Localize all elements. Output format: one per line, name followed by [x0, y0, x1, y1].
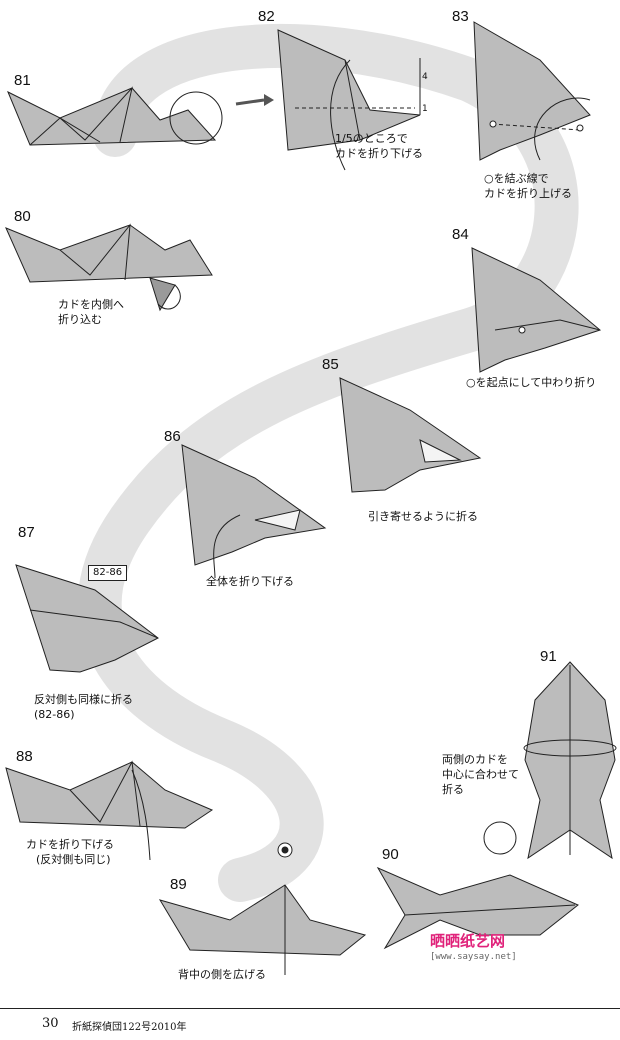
- footer-rule: [0, 1008, 620, 1009]
- model-82: [277, 29, 421, 151]
- step-number: 90: [382, 846, 399, 863]
- caption-83: カドを折り上げる: [484, 187, 572, 200]
- watermark-url: [www.saysay.net]: [430, 952, 517, 962]
- step-number: 80: [14, 208, 31, 225]
- arrow-81-82: [235, 98, 265, 106]
- model-80: [5, 223, 213, 312]
- step-number: 82: [258, 8, 275, 25]
- reference-box: 82-86: [88, 565, 128, 581]
- caption-85: 引き寄せるように折る: [368, 510, 478, 523]
- caption-82: 1/5のところで: [335, 132, 408, 145]
- caption-80: 折り込む: [58, 313, 102, 326]
- page-number: 30: [42, 1016, 59, 1031]
- step-number: 84: [452, 226, 469, 243]
- step-number: 88: [16, 748, 33, 765]
- caption-91: 折る: [442, 783, 464, 796]
- step-number: 81: [14, 72, 31, 89]
- step-number: 89: [170, 876, 187, 893]
- model-83: [473, 21, 591, 161]
- caption-88: カドを折り下げる: [26, 838, 114, 851]
- model-89: [158, 842, 367, 975]
- model-84: [471, 247, 602, 373]
- step-number: 85: [322, 356, 339, 373]
- model-81: [7, 86, 223, 146]
- magazine-title: 折紙探偵団122号2010年: [72, 1022, 187, 1033]
- model-90: [376, 821, 579, 950]
- watermark-site: 晒晒纸艺网: [430, 932, 506, 950]
- caption-91: 両側のカドを: [442, 753, 508, 766]
- caption-83: ○を結ぶ線で: [484, 172, 549, 185]
- caption-87: 反対側も同様に折る: [34, 693, 133, 706]
- fold-arrow-83: [534, 97, 591, 161]
- caption-82: カドを折り下げる: [335, 147, 423, 160]
- step-number: 87: [18, 524, 35, 541]
- model-85: [339, 377, 482, 493]
- model-87: [15, 564, 159, 673]
- caption-91: 中心に合わせて: [442, 768, 519, 781]
- model-86: [181, 444, 327, 566]
- fold-arrow-86: [213, 514, 241, 579]
- fold-arrow-88: [131, 769, 151, 861]
- flow-band: [77, 24, 579, 902]
- step-number: 86: [164, 428, 181, 445]
- caption-84: ○を起点にして中わり折り: [466, 376, 597, 389]
- measure-bottom: 1: [422, 104, 428, 114]
- fold-arrow-82: [330, 59, 351, 171]
- model-91: [523, 661, 617, 860]
- step-number: 83: [452, 8, 469, 25]
- caption-86: 全体を折り下げる: [206, 575, 294, 588]
- measure-top: 4: [422, 72, 428, 82]
- caption-89: 背中の側を広げる: [178, 968, 266, 981]
- caption-80: カドを内側へ: [58, 298, 124, 311]
- fold-arrow-80: [157, 284, 181, 310]
- model-88: [5, 760, 214, 829]
- step-number: 91: [540, 648, 557, 665]
- caption-87: (82-86): [34, 708, 75, 721]
- caption-88: (反対側も同じ): [36, 853, 111, 866]
